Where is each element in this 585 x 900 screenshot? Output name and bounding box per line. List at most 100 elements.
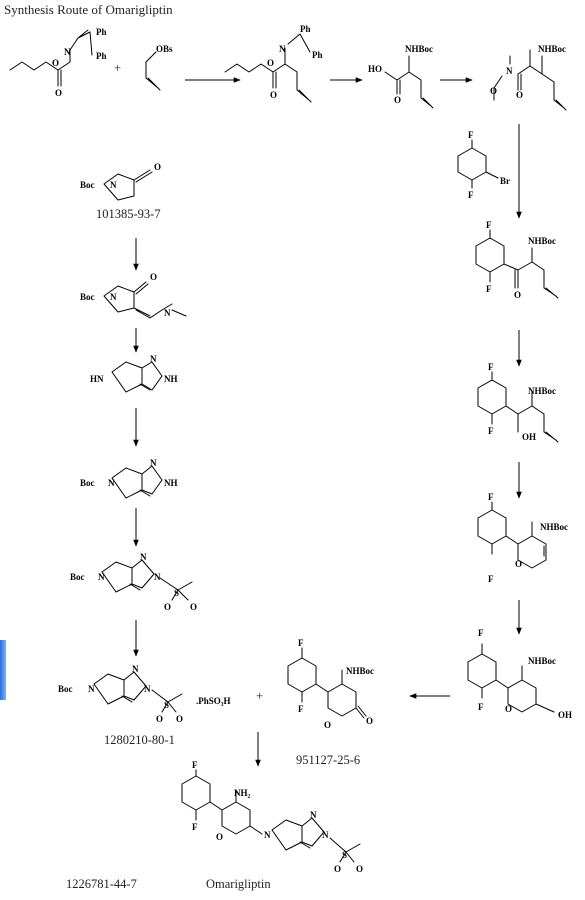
glycine-imine-ester: O O N Ph Ph bbox=[9, 27, 107, 98]
atom-f: F bbox=[488, 426, 494, 436]
atom-o: O bbox=[156, 714, 163, 724]
cas-label: 1280210-80-1 bbox=[104, 733, 175, 747]
atom-o: O bbox=[366, 716, 373, 726]
enaminone: Boc N O N bbox=[80, 272, 187, 319]
atom-f: F bbox=[468, 130, 474, 140]
boc-pyrrolopyrazole: Boc N N NH bbox=[80, 458, 178, 499]
atom-f: F bbox=[478, 628, 484, 638]
atom-ho: HO bbox=[368, 64, 382, 74]
atom-nhboc: NHBoc bbox=[405, 44, 433, 54]
atom-o: O bbox=[356, 864, 363, 874]
cas-label: 951127-25-6 bbox=[296, 753, 360, 767]
atom-n: N bbox=[154, 572, 161, 582]
atom-ph: Ph bbox=[312, 50, 323, 60]
atom-n: N bbox=[150, 354, 157, 364]
atom-boc: Boc bbox=[70, 572, 85, 582]
atom-nhboc: NHBoc bbox=[528, 386, 556, 396]
atom-o: O bbox=[334, 864, 341, 874]
atom-o: O bbox=[164, 602, 171, 612]
atom-o: O bbox=[190, 602, 197, 612]
atom-nh: NH bbox=[164, 374, 178, 384]
atom-n: N bbox=[64, 47, 71, 57]
atom-n: N bbox=[264, 830, 271, 840]
dihydropyran: F F O NHBoc bbox=[477, 492, 568, 584]
atom-s: S bbox=[174, 588, 179, 598]
atom-obs: OBs bbox=[156, 44, 173, 54]
atom-f: F bbox=[298, 704, 304, 714]
atom-o: O bbox=[55, 88, 62, 98]
atom-nhboc: NHBoc bbox=[528, 236, 556, 246]
pyrrolopyrazole: HN N NH bbox=[90, 354, 178, 393]
atom-n: N bbox=[132, 664, 139, 674]
tetrahydropyranol: F F O NHBoc OH bbox=[467, 628, 572, 720]
atom-o: O bbox=[516, 90, 523, 100]
omarigliptin-structure: F F O NH₂ N N N S O O bbox=[181, 760, 363, 874]
atom-n: N bbox=[310, 810, 317, 820]
atom-o: O bbox=[515, 559, 522, 569]
boc-pyrrolidinone: Boc N O bbox=[80, 162, 161, 201]
atom-hn: HN bbox=[90, 374, 104, 384]
cas-label: 1226781-44-7 bbox=[66, 877, 137, 891]
atom-nh: NH bbox=[164, 478, 178, 488]
atom-o: O bbox=[267, 58, 274, 68]
atom-n: N bbox=[279, 44, 286, 54]
atom-f: F bbox=[486, 284, 492, 294]
atom-n: N bbox=[108, 478, 115, 488]
atom-f: F bbox=[478, 702, 484, 712]
atom-n: N bbox=[88, 684, 95, 694]
atom-n: N bbox=[140, 552, 147, 562]
plus-sign: + bbox=[114, 61, 121, 75]
atom-boc: Boc bbox=[80, 478, 95, 488]
atom-nh2: NH₂ bbox=[234, 788, 251, 798]
salt-label: .PhSO₃H bbox=[196, 696, 230, 706]
atom-f: F bbox=[486, 220, 492, 230]
cas-label: 101385-93-7 bbox=[96, 207, 161, 221]
butenyl-brosylate: OBs bbox=[145, 44, 173, 91]
atom-ph: Ph bbox=[96, 51, 107, 61]
bromo-difluorobenzene: F Br F bbox=[457, 130, 510, 200]
atom-br: Br bbox=[500, 176, 510, 186]
atom-n: N bbox=[506, 66, 513, 76]
atom-s: S bbox=[342, 850, 347, 860]
atom-ph: Ph bbox=[300, 24, 311, 34]
atom-f: F bbox=[488, 574, 494, 584]
atom-n: N bbox=[150, 458, 157, 468]
atom-o: O bbox=[324, 720, 331, 730]
atom-n: N bbox=[110, 292, 117, 302]
atom-boc: Boc bbox=[80, 180, 95, 190]
atom-f: F bbox=[488, 492, 494, 502]
mesyl-pyrrolopyrazole: Boc N N N S O O bbox=[70, 552, 197, 612]
atom-ph: Ph bbox=[96, 27, 107, 37]
atom-boc: Boc bbox=[58, 684, 73, 694]
atom-nhboc: NHBoc bbox=[540, 522, 568, 532]
atom-nhboc: NHBoc bbox=[538, 44, 566, 54]
atom-o: O bbox=[52, 58, 59, 68]
atom-n: N bbox=[322, 830, 329, 840]
amino-alcohol: F F OH NHBoc bbox=[477, 362, 559, 443]
atom-o: O bbox=[505, 704, 512, 714]
atom-o: O bbox=[154, 162, 161, 172]
atom-f: F bbox=[468, 190, 474, 200]
atom-n: N bbox=[110, 180, 117, 190]
atom-boc: Boc bbox=[80, 292, 95, 302]
atom-oh: OH bbox=[522, 432, 536, 442]
atom-n: N bbox=[164, 308, 171, 318]
atom-nhboc: NHBoc bbox=[528, 656, 556, 666]
atom-f: F bbox=[192, 760, 198, 770]
side-scroll-tab[interactable] bbox=[0, 640, 6, 700]
mesyl-pyrrolopyrazole-salt: Boc N N N S O O bbox=[58, 664, 183, 724]
atom-n: N bbox=[98, 572, 105, 582]
atom-f: F bbox=[298, 638, 304, 648]
plus-sign: + bbox=[256, 689, 263, 703]
atom-o: O bbox=[514, 290, 521, 300]
weinreb-amide: N O O NHBoc bbox=[490, 44, 567, 111]
atom-o: O bbox=[150, 272, 157, 282]
atom-o: O bbox=[490, 86, 497, 96]
atom-n: N bbox=[144, 684, 151, 694]
atom-o: O bbox=[270, 90, 277, 100]
atom-o: O bbox=[216, 832, 223, 842]
atom-oh: OH bbox=[558, 710, 572, 720]
atom-f: F bbox=[488, 362, 494, 372]
alkylated-imine-ester: O O N Ph Ph bbox=[224, 24, 323, 103]
